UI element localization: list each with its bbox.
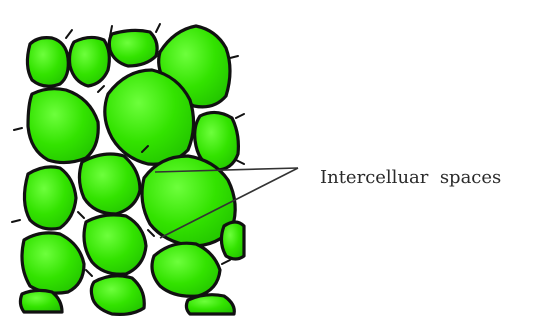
cell [91, 276, 144, 315]
cell [24, 167, 76, 229]
cell [27, 38, 68, 87]
intercellular-spaces-label: Intercelluar spaces [320, 167, 501, 188]
cell [70, 37, 110, 86]
cell [152, 243, 220, 296]
cell [84, 215, 146, 274]
cell [109, 30, 157, 66]
cell [79, 154, 140, 214]
cell [221, 222, 244, 259]
cell [20, 290, 62, 312]
cell [186, 295, 234, 314]
